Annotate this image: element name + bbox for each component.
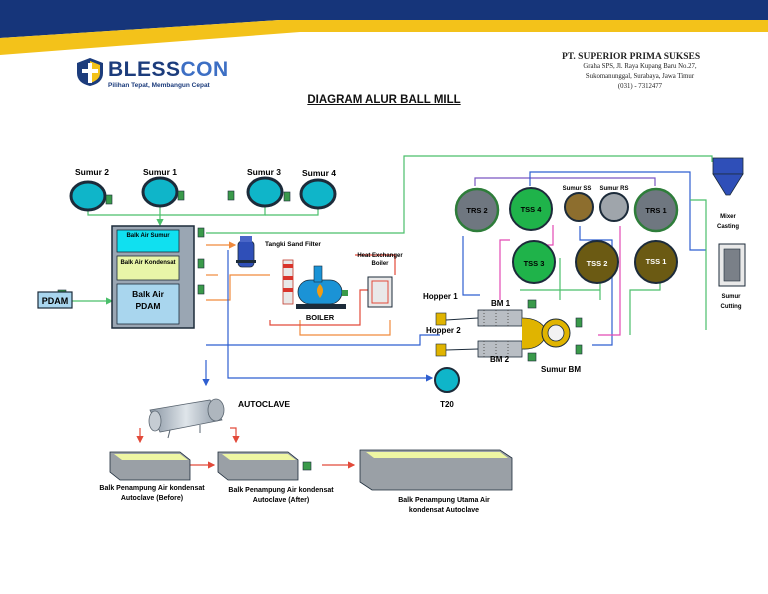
brand-name: BLESSCON bbox=[108, 58, 229, 81]
blesscon-logo-icon bbox=[77, 58, 103, 86]
tank-tss-1 bbox=[634, 240, 678, 284]
tank-tss-2-label: TSS 2 bbox=[587, 259, 608, 268]
basin-main bbox=[359, 449, 513, 491]
ball-mill-assembly bbox=[435, 309, 571, 358]
pipe-lines bbox=[70, 155, 713, 469]
tank-tss-4-label: TSS 4 bbox=[521, 205, 543, 214]
sumur-bm-label: Sumur BM bbox=[541, 365, 581, 374]
tank-trs-1 bbox=[633, 187, 679, 233]
brand-tagline: Pilihan Tepat, Membangun Cepat bbox=[108, 82, 210, 89]
well-sumur-2 bbox=[69, 180, 107, 212]
well-sumur-3 bbox=[246, 176, 284, 208]
tank-tss-2 bbox=[575, 240, 619, 284]
pump-icons bbox=[57, 190, 583, 471]
mixer-label-2: Casting bbox=[717, 224, 739, 230]
basin-before bbox=[109, 451, 191, 481]
autoclave-label: AUTOCLAVE bbox=[238, 399, 290, 409]
bm-2-label: BM 2 bbox=[490, 355, 510, 364]
sand-filter-label: Tangki Sand Filter bbox=[265, 241, 321, 248]
basin-sumur-label: Balk Air Sumur bbox=[126, 233, 170, 239]
basin-after bbox=[217, 451, 299, 481]
tank-sumur-ss bbox=[564, 192, 594, 222]
mixer-casting bbox=[712, 157, 744, 196]
sand-filter-tank bbox=[236, 236, 256, 268]
basin-before-label: Balk Penampung Air kondensat Autoclave (… bbox=[99, 485, 205, 502]
pdam-source-box bbox=[37, 291, 73, 309]
tank-tss-3 bbox=[512, 240, 556, 284]
heat-exchanger-label-2: Boiler bbox=[371, 261, 389, 267]
hopper-1-label: Hopper 1 bbox=[423, 292, 458, 301]
boiler-unit bbox=[282, 259, 348, 309]
heat-exchanger bbox=[367, 276, 393, 308]
heat-exchanger-label-1: Heat Exchanger bbox=[357, 253, 403, 259]
label-sumur-2: Sumur 2 bbox=[75, 167, 109, 177]
company-name: PT. SUPERIOR PRIMA SUKSES bbox=[562, 52, 701, 62]
tank-sumur-rs bbox=[599, 192, 629, 222]
autoclave-vessel bbox=[148, 398, 225, 439]
basin-after-label: Balk Penampung Air kondensat Autoclave (… bbox=[228, 487, 334, 504]
sumur-cutting-label-1: Sumur bbox=[721, 294, 741, 300]
tank-tss-4 bbox=[509, 187, 553, 231]
pdam-source-label: PDAM bbox=[42, 296, 69, 306]
company-address-1: Graha SPS, Jl. Raya Kupang Baru No.27, bbox=[583, 63, 697, 70]
hopper-2-label: Hopper 2 bbox=[426, 326, 461, 335]
sumur-cutting bbox=[718, 243, 746, 287]
company-address-2: Sukomanunggal, Surabaya, Jawa Timur bbox=[585, 73, 695, 80]
well-sumur-4 bbox=[299, 178, 337, 210]
well-sumur-1 bbox=[141, 176, 179, 208]
company-phone: (031) - 7312477 bbox=[617, 83, 663, 90]
basin-kondensat-label: Balk Air Kondensat bbox=[120, 260, 176, 266]
t20-label: T20 bbox=[440, 400, 454, 409]
boiler-label: BOILER bbox=[306, 313, 335, 322]
basin-main-label: Balk Penampung Utama Air kondensat Autoc… bbox=[398, 497, 490, 514]
label-sumur-1: Sumur 1 bbox=[143, 167, 177, 177]
tank-tss-3-label: TSS 3 bbox=[524, 259, 545, 268]
bm-1-label: BM 1 bbox=[491, 299, 511, 308]
label-sumur-4: Sumur 4 bbox=[302, 168, 336, 178]
sumur-cutting-label-2: Cutting bbox=[721, 304, 742, 310]
tank-sumur-rs-label: Sumur RS bbox=[599, 186, 628, 192]
mixer-label-1: Mixer bbox=[720, 214, 736, 220]
page-title: DIAGRAM ALUR BALL MILL bbox=[307, 94, 461, 106]
basin-block bbox=[111, 225, 195, 329]
basin-pdam-label: Balk Air PDAM bbox=[132, 289, 164, 311]
tank-trs-2-label: TRS 2 bbox=[466, 206, 487, 215]
tank-t20 bbox=[434, 367, 460, 393]
tank-sumur-ss-label: Sumur SS bbox=[563, 186, 592, 192]
tank-tss-1-label: TSS 1 bbox=[646, 257, 667, 266]
tank-trs-1-label: TRS 1 bbox=[645, 206, 666, 215]
label-sumur-3: Sumur 3 bbox=[247, 167, 281, 177]
tank-trs-2 bbox=[454, 187, 500, 233]
header-banner bbox=[0, 0, 768, 55]
company-info: PT. SUPERIOR PRIMA SUKSES Graha SPS, Jl.… bbox=[540, 52, 740, 92]
